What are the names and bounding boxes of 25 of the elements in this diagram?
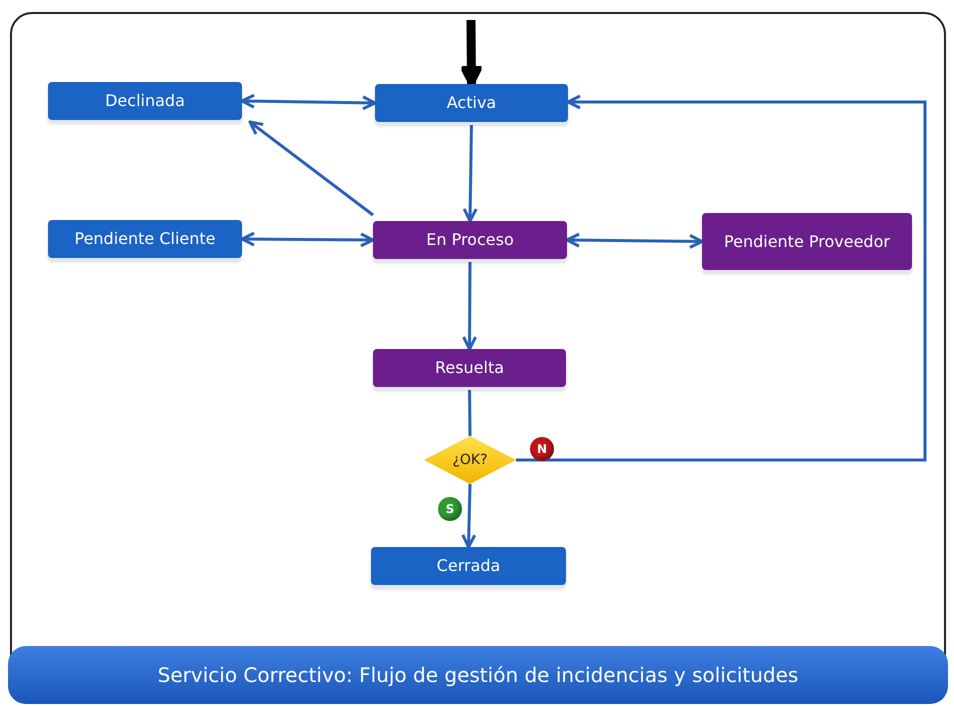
connector-arrow — [240, 232, 374, 248]
state-label: Pendiente Proveedor — [724, 230, 890, 252]
connector-arrow — [248, 120, 374, 216]
state-box — [48, 220, 242, 258]
state-box — [373, 221, 567, 259]
state-label: Resuelta — [434, 357, 504, 379]
state-label: Activa — [446, 92, 496, 114]
state-box — [371, 547, 566, 585]
connector-arrow — [566, 232, 704, 249]
edge-label-badge: S — [438, 497, 462, 521]
state-box — [48, 82, 242, 120]
state-label: En Proceso — [426, 229, 514, 251]
connector-arrow — [240, 94, 376, 110]
state-label: Cerrada — [436, 555, 500, 577]
state-box — [702, 213, 912, 270]
state-label: Declinada — [105, 90, 185, 112]
edge-label-badge: N — [530, 437, 554, 461]
state-box — [373, 349, 566, 387]
connector-arrow — [516, 94, 926, 462]
connector-arrow — [461, 484, 476, 548]
decision-diamond — [424, 436, 516, 484]
state-box — [375, 84, 568, 122]
state-label: Pendiente Cliente — [74, 228, 216, 250]
caption-bar: Servicio Correctivo: Flujo de gestión de incidencias y solicitudes — [8, 646, 948, 704]
decision-label: ¿OK? — [452, 450, 488, 470]
